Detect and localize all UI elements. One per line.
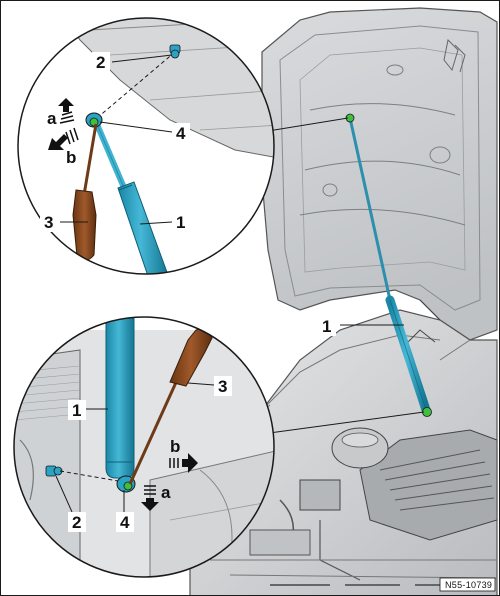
leader-bottom-detail	[261, 411, 425, 435]
strut-detail-bottom	[105, 317, 136, 493]
callout-a-bottom: a	[161, 483, 171, 502]
callout-box-4-top	[172, 123, 190, 143]
callout-1-main: 1	[322, 317, 331, 336]
callout-box-1-main	[318, 316, 336, 336]
callout-box-2-top	[92, 52, 110, 72]
callout-b-bottom: b	[170, 437, 180, 456]
callout-3-top: 3	[44, 213, 53, 232]
callout-2-top: 2	[96, 53, 105, 72]
arrow-up-icon	[58, 98, 75, 124]
callout-2-bottom: 2	[72, 513, 81, 532]
upper-ball-stud	[169, 44, 181, 59]
callout-4-top: 4	[176, 124, 186, 143]
arrow-down-icon	[141, 485, 159, 511]
gas-strut-main	[345, 113, 432, 417]
callout-3-bottom: 3	[218, 377, 227, 396]
callout-box-1-top	[172, 212, 190, 232]
arrow-down-left-icon	[48, 127, 79, 150]
callout-box-2-bottom	[68, 512, 86, 532]
callout-1-top: 1	[176, 213, 185, 232]
callout-box-4-bottom	[116, 512, 134, 532]
callout-1-bottom: 1	[72, 401, 81, 420]
detail-circle-top	[17, 17, 275, 275]
lower-ball-stud	[45, 465, 63, 477]
callout-a-top: a	[47, 109, 57, 128]
leader-top-detail	[261, 117, 349, 133]
callout-4-bottom: 4	[120, 513, 130, 532]
callout-box-3-bottom	[214, 376, 232, 396]
callout-b-top: b	[66, 148, 76, 167]
car-illustration	[189, 7, 498, 596]
figure-code: N55-10739	[445, 580, 492, 590]
callout-box-1-bottom	[68, 400, 86, 420]
engine-cover	[359, 429, 498, 541]
callout-box-3-top	[40, 212, 58, 232]
arrow-right-icon	[169, 453, 198, 473]
figure-code-box	[439, 577, 496, 592]
